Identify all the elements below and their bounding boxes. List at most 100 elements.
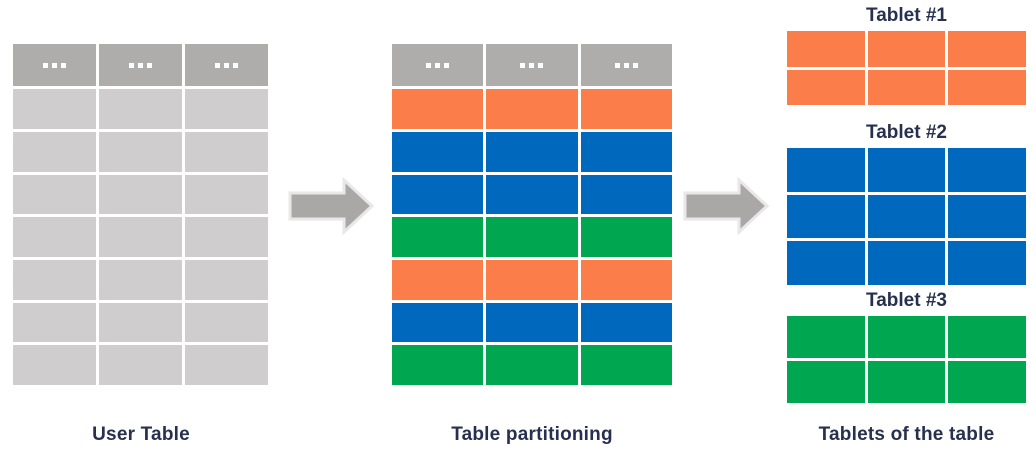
tablet-3-title: Tablet #3 bbox=[866, 290, 947, 311]
user-table-caption: User Table bbox=[92, 424, 190, 445]
ellipsis-icon bbox=[520, 62, 544, 68]
table-cell bbox=[99, 302, 182, 343]
table-cell bbox=[580, 217, 672, 257]
table-cell bbox=[948, 69, 1027, 105]
table-cell bbox=[580, 345, 672, 386]
tablet-1-title: Tablet #1 bbox=[866, 5, 947, 26]
table-cell bbox=[185, 259, 268, 300]
table-cell bbox=[185, 174, 268, 215]
header-cell bbox=[580, 44, 672, 87]
table-cell bbox=[185, 345, 268, 386]
table-cell bbox=[185, 131, 268, 172]
table-cell bbox=[867, 148, 946, 192]
table-cell bbox=[948, 241, 1027, 286]
table-cell bbox=[99, 131, 182, 172]
table-cell bbox=[948, 316, 1027, 358]
table-cell bbox=[486, 302, 578, 343]
ellipsis-icon bbox=[614, 62, 638, 68]
table-cell bbox=[486, 174, 578, 215]
table-cell bbox=[99, 345, 182, 386]
table-cell bbox=[99, 217, 182, 257]
tablet-3-table bbox=[787, 316, 1027, 403]
table-row bbox=[13, 345, 268, 386]
table-cell bbox=[99, 174, 182, 215]
table-cell bbox=[486, 131, 578, 172]
table-row bbox=[13, 217, 268, 257]
table-cell bbox=[392, 217, 484, 257]
table-row bbox=[787, 31, 1027, 67]
table-header-row bbox=[392, 44, 672, 87]
table-row bbox=[392, 259, 672, 300]
table-row bbox=[787, 69, 1027, 105]
table-cell bbox=[948, 194, 1027, 239]
tablet-2-table bbox=[787, 148, 1027, 286]
table-cell bbox=[486, 217, 578, 257]
table-cell bbox=[787, 69, 865, 105]
table-cell bbox=[392, 174, 484, 215]
table-cell bbox=[13, 259, 96, 300]
table-cell bbox=[787, 31, 865, 67]
table-cell bbox=[948, 361, 1027, 403]
table-cell bbox=[392, 131, 484, 172]
table-row bbox=[392, 89, 672, 129]
table-cell bbox=[580, 259, 672, 300]
table-cell bbox=[392, 302, 484, 343]
user-table bbox=[13, 44, 268, 386]
ellipsis-icon bbox=[426, 62, 450, 68]
partition-table-caption: Table partitioning bbox=[451, 424, 613, 445]
table-cell bbox=[185, 302, 268, 343]
table-cell bbox=[486, 89, 578, 129]
table-cell bbox=[13, 217, 96, 257]
arrow-right-icon bbox=[683, 176, 770, 236]
table-cell bbox=[948, 148, 1027, 192]
table-row bbox=[13, 131, 268, 172]
ellipsis-icon bbox=[129, 62, 152, 68]
arrow-right-icon bbox=[288, 176, 375, 236]
table-cell bbox=[13, 302, 96, 343]
table-cell bbox=[948, 31, 1027, 67]
table-cell bbox=[486, 259, 578, 300]
table-cell bbox=[392, 345, 484, 386]
table-cell bbox=[99, 89, 182, 129]
ellipsis-icon bbox=[215, 62, 238, 68]
table-cell bbox=[185, 89, 268, 129]
table-cell bbox=[580, 302, 672, 343]
table-cell bbox=[13, 174, 96, 215]
tablets-caption: Tablets of the table bbox=[818, 424, 995, 445]
table-cell bbox=[787, 316, 865, 358]
table-header-row bbox=[13, 44, 268, 87]
table-cell bbox=[787, 194, 865, 239]
table-row bbox=[787, 361, 1027, 403]
table-row bbox=[787, 148, 1027, 192]
header-cell bbox=[392, 44, 484, 87]
table-row bbox=[392, 174, 672, 215]
table-row bbox=[13, 89, 268, 129]
table-row bbox=[392, 217, 672, 257]
header-cell bbox=[99, 44, 182, 87]
table-row bbox=[787, 316, 1027, 358]
table-cell bbox=[13, 345, 96, 386]
table-cell bbox=[580, 89, 672, 129]
table-cell bbox=[580, 131, 672, 172]
table-cell bbox=[580, 174, 672, 215]
table-cell bbox=[13, 89, 96, 129]
table-row bbox=[13, 259, 268, 300]
tablet-2-title: Tablet #2 bbox=[866, 122, 947, 143]
table-cell bbox=[99, 259, 182, 300]
tablet-1-table bbox=[787, 31, 1027, 105]
table-row bbox=[787, 241, 1027, 286]
table-cell bbox=[867, 316, 946, 358]
table-cell bbox=[392, 89, 484, 129]
table-row bbox=[13, 302, 268, 343]
table-row bbox=[392, 302, 672, 343]
table-cell bbox=[867, 361, 946, 403]
table-cell bbox=[392, 259, 484, 300]
partition-table bbox=[392, 44, 672, 386]
header-cell bbox=[486, 44, 578, 87]
header-cell bbox=[185, 44, 268, 87]
table-cell bbox=[867, 194, 946, 239]
table-cell bbox=[787, 361, 865, 403]
table-cell bbox=[13, 131, 96, 172]
table-cell bbox=[185, 217, 268, 257]
table-row bbox=[392, 131, 672, 172]
